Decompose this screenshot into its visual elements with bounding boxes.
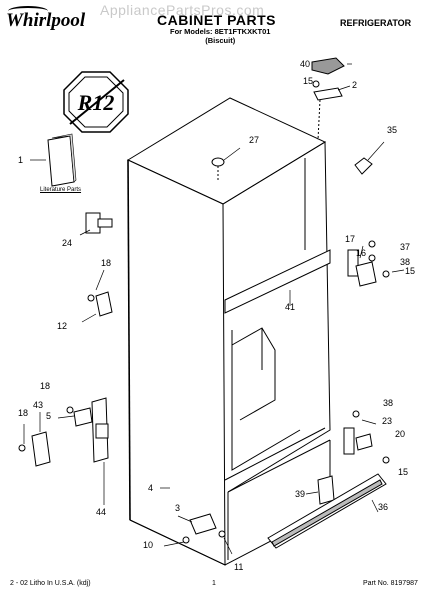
callout-27: 27 <box>249 135 260 145</box>
callout-24: 24 <box>62 238 73 248</box>
callout-39: 39 <box>295 489 306 499</box>
callout-35: 35 <box>387 125 398 135</box>
callout-18-lower: 18 <box>18 408 29 418</box>
callout-44: 44 <box>96 507 107 517</box>
brand-swoosh <box>8 6 48 16</box>
literature-parts-label: Literature Parts <box>40 187 82 193</box>
callout-2: 2 <box>352 80 358 90</box>
part-24-bracket <box>79 212 113 236</box>
callout-40: 40 <box>300 59 311 69</box>
callout-15-lower: 15 <box>398 467 409 477</box>
category-label: REFRIGERATOR <box>340 18 412 28</box>
center-hinge-assembly <box>347 240 405 287</box>
brand-logo: Whirlpool <box>6 10 86 31</box>
callout-38-lower: 38 <box>383 398 394 408</box>
callout-4: 4 <box>148 483 154 493</box>
footer-part-number: Part No. 8197987 <box>363 580 418 587</box>
callout-10: 10 <box>143 540 154 550</box>
part-12-bracket <box>81 269 113 323</box>
r12-badge: R12 <box>63 71 129 133</box>
callout-41: 41 <box>285 302 296 312</box>
part-39-clip <box>305 475 335 505</box>
footer-litho: 2 - 02 Litho In U.S.A. (kdj) <box>10 580 91 587</box>
callout-38-upper: 38 <box>400 257 411 267</box>
color-line: (Biscuit) <box>205 36 236 45</box>
callout-16: 16 <box>356 248 367 258</box>
part-27-cap <box>211 147 241 182</box>
part-35-handle-clip <box>354 141 385 175</box>
callout-15-mid: 15 <box>405 266 416 276</box>
watermark-text: AppliancePartsPros.com <box>100 2 265 18</box>
callout-37: 37 <box>400 242 411 252</box>
top-hinge-assembly <box>311 57 352 141</box>
callout-43: 43 <box>33 400 44 410</box>
part-36-toe-grille <box>267 473 387 549</box>
cabinet <box>126 97 331 566</box>
footer-page-number: 1 <box>212 580 216 587</box>
bottom-roller-assembly <box>163 513 233 555</box>
callout-1: 1 <box>18 155 24 165</box>
lower-right-hinge-assembly <box>343 410 390 464</box>
callout-12: 12 <box>57 321 68 331</box>
callout-11: 11 <box>234 562 244 572</box>
callout-3: 3 <box>175 503 181 513</box>
callout-20: 20 <box>395 429 406 439</box>
model-info: For Models: 8ET1FTKXKT01 (Biscuit) <box>170 27 270 45</box>
callout-18-upper: 18 <box>101 258 112 268</box>
callout-17: 17 <box>345 234 356 244</box>
literature-booklet <box>47 133 77 187</box>
models-line: For Models: 8ET1FTKXKT01 <box>170 27 271 36</box>
page-title: CABINET PARTS <box>157 12 277 28</box>
callout-36: 36 <box>378 502 389 512</box>
callout-23: 23 <box>382 416 393 426</box>
callout-15-top: 15 <box>303 76 314 86</box>
callout-18-mid: 18 <box>40 381 51 391</box>
lower-left-hinge-assembly <box>18 397 109 505</box>
callout-5: 5 <box>46 411 52 421</box>
